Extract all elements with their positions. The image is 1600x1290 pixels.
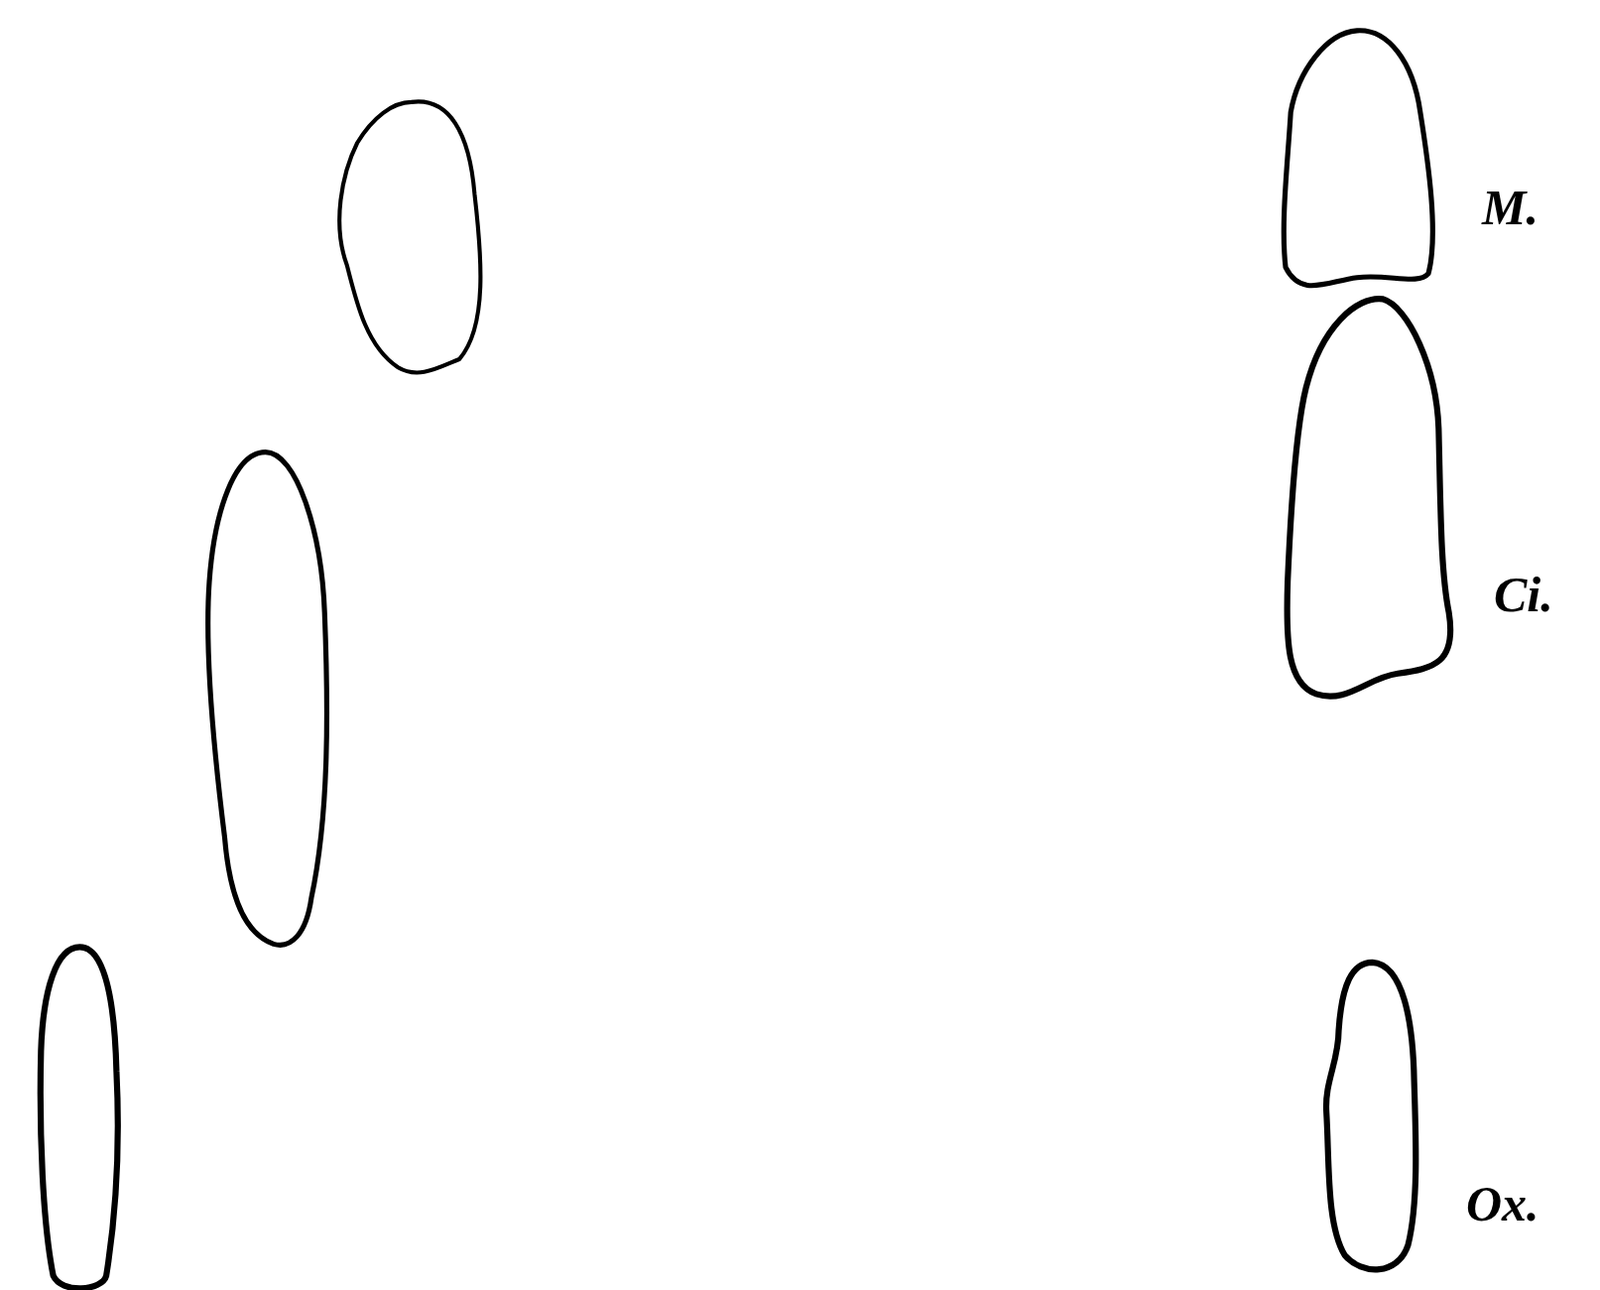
section-outline bbox=[1326, 962, 1416, 1270]
section-outline bbox=[339, 101, 481, 372]
section-outline bbox=[208, 452, 328, 946]
part-label: M. bbox=[1481, 182, 1539, 233]
part-label: Ci. bbox=[1493, 569, 1554, 619]
section-outline bbox=[1287, 298, 1452, 697]
section-outline bbox=[1283, 30, 1433, 286]
section-outline bbox=[40, 946, 119, 1288]
part-label: Ox. bbox=[1466, 1178, 1540, 1229]
